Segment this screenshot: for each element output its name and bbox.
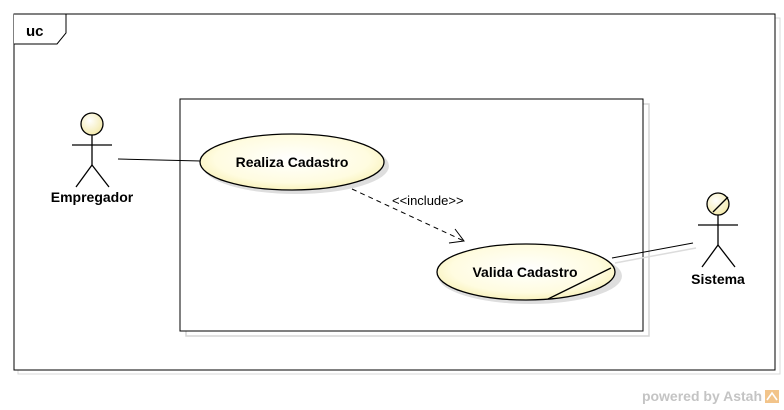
system-actor-icon xyxy=(698,192,738,268)
actor-label-sistema: Sistema xyxy=(691,271,745,287)
use-case-valida-cadastro[interactable]: Valida Cadastro xyxy=(436,243,622,304)
astah-watermark: powered by Astah xyxy=(642,388,779,404)
include-label: <<include>> xyxy=(392,193,464,208)
include-dependency: <<include>> xyxy=(351,188,465,244)
use-case-label-valida-cadastro: Valida Cadastro xyxy=(472,264,577,280)
use-case-label-realiza-cadastro: Realiza Cadastro xyxy=(236,154,349,170)
use-case-realiza-cadastro[interactable]: Realiza Cadastro xyxy=(199,133,389,194)
system-boundary xyxy=(179,98,650,337)
association-system xyxy=(611,242,694,259)
actor-sistema[interactable]: Sistema xyxy=(691,192,745,287)
frame-tag: uc xyxy=(26,23,44,40)
association-system-shadow xyxy=(614,247,697,264)
actor-empregador[interactable]: Empregador xyxy=(51,112,134,205)
powered-by-label: powered by Astah xyxy=(642,388,762,404)
actor-label-empregador: Empregador xyxy=(51,189,134,205)
astah-logo-icon xyxy=(765,390,779,403)
association-employer xyxy=(117,158,202,162)
actor-figure-icon xyxy=(72,112,112,188)
